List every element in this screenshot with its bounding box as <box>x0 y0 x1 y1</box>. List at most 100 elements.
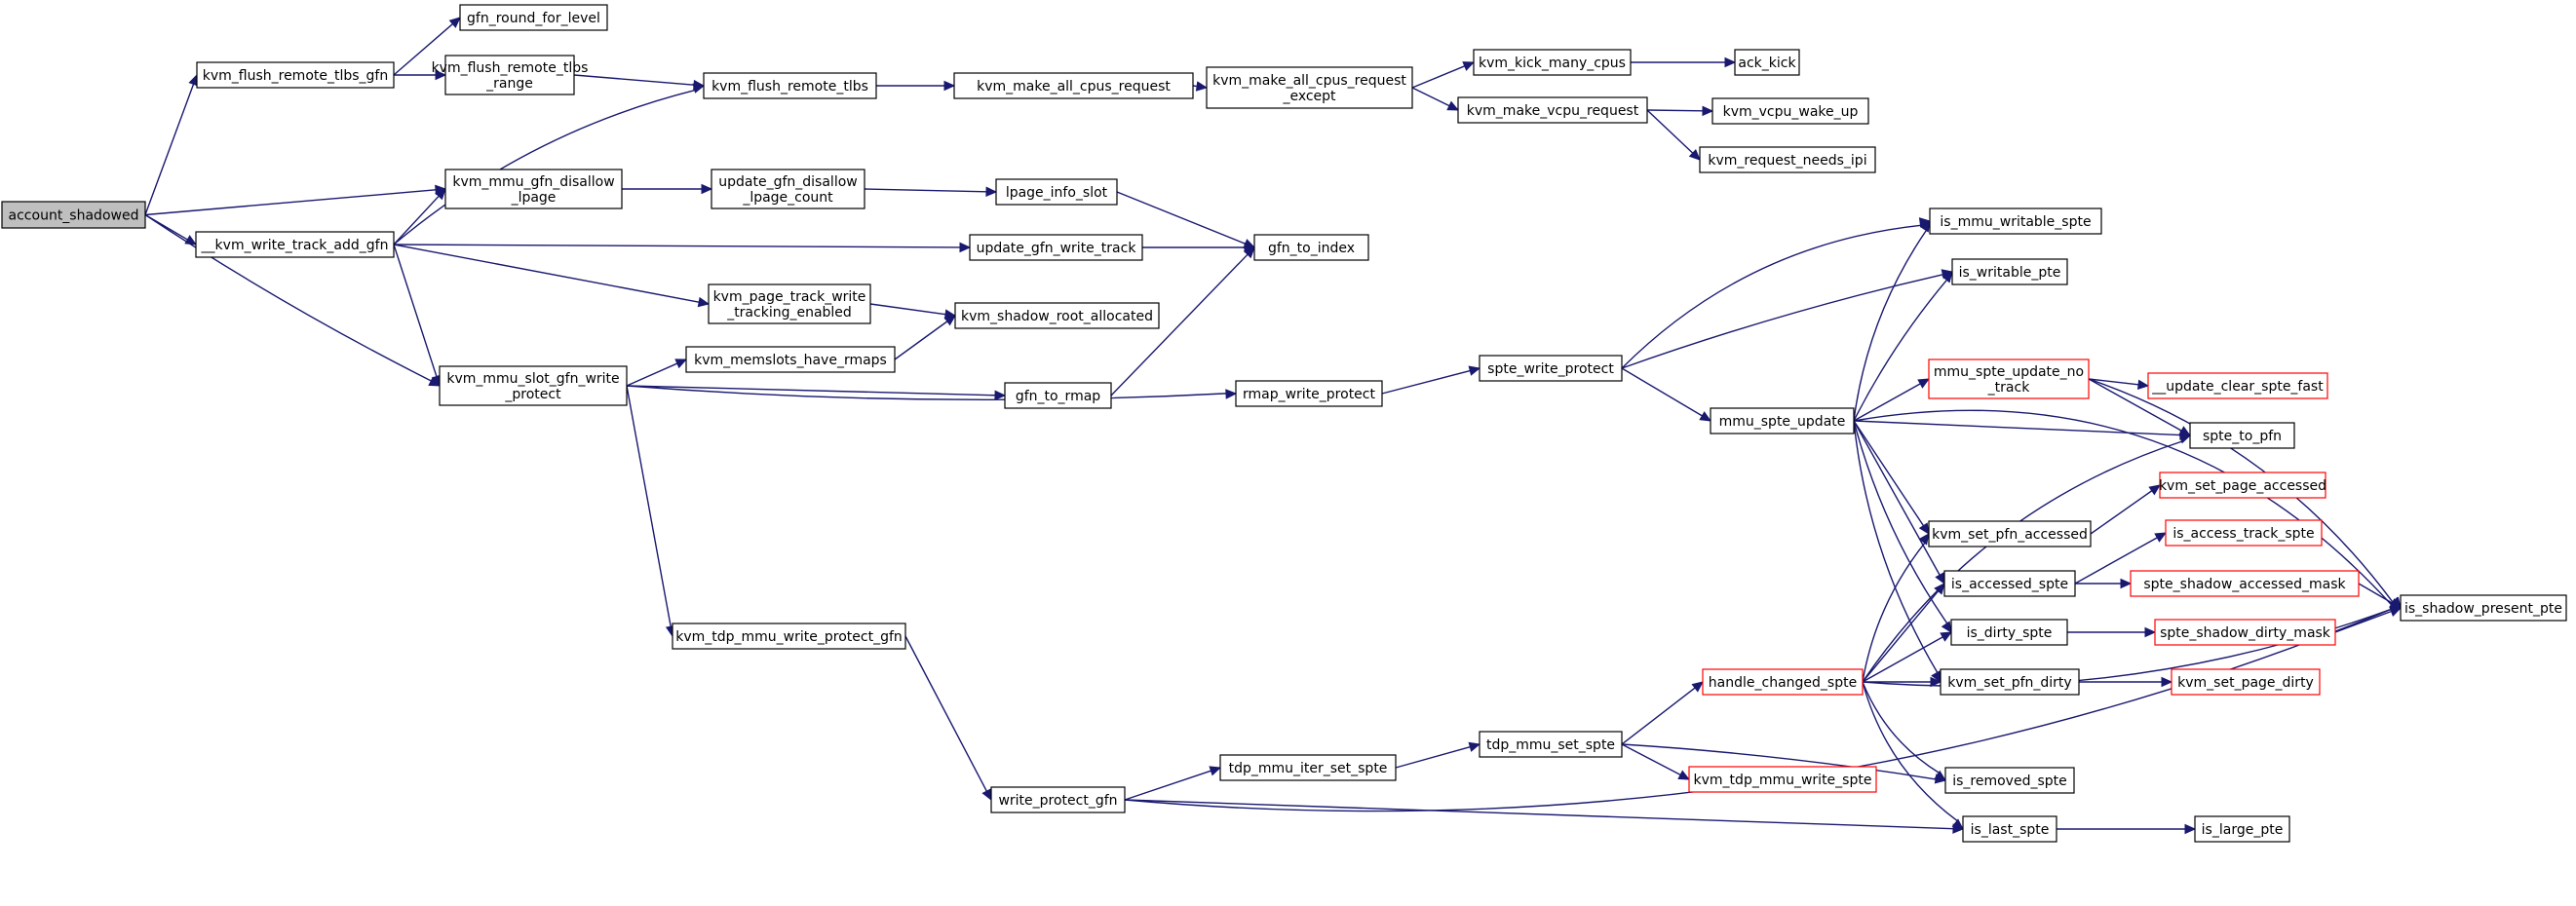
edge-arrowhead <box>1951 818 1964 830</box>
node-gfn_to_index[interactable]: gfn_to_index <box>1253 234 1369 261</box>
node-mmu_spte_update_no_track[interactable]: mmu_spte_update_no_track <box>1928 359 2090 399</box>
node-kvm_mmu_slot_gfn_write_protect[interactable]: kvm_mmu_slot_gfn_write_protect <box>439 365 628 406</box>
node-ack_kick[interactable]: ack_kick <box>1734 49 1800 76</box>
edge-line <box>1862 542 1926 683</box>
node-__update_clear_spte_fast[interactable]: __update_clear_spte_fast <box>2147 372 2328 399</box>
node-kvm_flush_remote_tlbs[interactable]: kvm_flush_remote_tlbs <box>703 72 877 99</box>
node-kvm_set_page_accessed[interactable]: kvm_set_page_accessed <box>2159 472 2326 499</box>
node-kvm_tdp_mmu_write_protect_gfn[interactable]: kvm_tdp_mmu_write_protect_gfn <box>672 623 906 650</box>
node-label: kvm_tdp_mmu_write_spte <box>1694 773 1872 788</box>
node-gfn_round_for_level[interactable]: gfn_round_for_level <box>459 4 608 31</box>
node-kvm_shadow_root_allocated[interactable]: kvm_shadow_root_allocated <box>954 302 1160 329</box>
node-box <box>195 231 395 258</box>
node-box <box>2189 422 2295 449</box>
node-spte_shadow_accessed_mask[interactable]: spte_shadow_accessed_mask <box>2130 570 2360 597</box>
node-label: kvm_shadow_root_allocated <box>961 309 1153 324</box>
node-label: kvm_request_needs_ipi <box>1708 153 1866 169</box>
node-kvm_tdp_mmu_write_spte[interactable]: kvm_tdp_mmu_write_spte <box>1688 766 1877 793</box>
node-lpage_info_slot[interactable]: lpage_info_slot <box>995 178 1118 206</box>
node-is_accessed_spte[interactable]: is_accessed_spte <box>1943 570 2076 597</box>
node-rmap_write_protect[interactable]: rmap_write_protect <box>1235 380 1383 407</box>
node-handle_changed_spte[interactable]: handle_changed_spte <box>1702 668 1864 696</box>
node-is_last_spte[interactable]: is_last_spte <box>1962 815 2057 843</box>
node-kvm_make_all_cpus_request_except[interactable]: kvm_make_all_cpus_request_except <box>1206 66 1413 109</box>
node-kvm_mmu_gfn_disallow_lpage[interactable]: kvm_mmu_gfn_disallow_lpage <box>444 169 623 209</box>
node-box <box>672 623 906 650</box>
node-kvm_set_page_dirty[interactable]: kvm_set_page_dirty <box>2171 668 2321 696</box>
edge-line <box>1646 109 1694 154</box>
node-kvm_request_needs_ipi[interactable]: kvm_request_needs_ipi <box>1699 146 1876 173</box>
node-label: is_mmu_writable_spte <box>1940 214 2091 230</box>
node-kvm_set_pfn_dirty[interactable]: kvm_set_pfn_dirty <box>1940 668 2080 696</box>
edge-handle_changed_spte-to-kvm_set_pfn_accessed <box>1862 533 1930 683</box>
edge-arrowhead <box>1942 271 1953 283</box>
node-kvm_flush_remote_tlbs_gfn[interactable]: kvm_flush_remote_tlbs_gfn <box>196 61 395 89</box>
edge-__kvm_write_track_add_gfn-to-kvm_flush_remote_tlbs <box>393 83 706 245</box>
edge-line <box>144 189 437 216</box>
node-box <box>1951 258 2068 285</box>
node-kvm_make_all_cpus_request[interactable]: kvm_make_all_cpus_request <box>953 72 1194 99</box>
node-is_access_track_spte[interactable]: is_access_track_spte <box>2165 519 2323 547</box>
node-box <box>1004 382 1112 409</box>
edge-line <box>1862 590 1940 683</box>
edge-__kvm_write_track_add_gfn-to-kvm_page_track_write_tracking_enabled <box>393 244 711 308</box>
edge-line <box>393 244 700 303</box>
edge-arrowhead <box>994 390 1007 401</box>
node-tdp_mmu_iter_set_spte[interactable]: tdp_mmu_iter_set_spte <box>1219 754 1397 781</box>
edge-arrowhead <box>1195 81 1209 92</box>
node-tdp_mmu_set_spte[interactable]: tdp_mmu_set_spte <box>1479 731 1623 758</box>
edge-update_gfn_write_track-to-gfn_to_index <box>1142 242 1256 253</box>
edge-arrowhead <box>1918 533 1930 546</box>
node-is_removed_spte[interactable]: is_removed_spte <box>1944 767 2075 794</box>
node-kvm_set_pfn_accessed[interactable]: kvm_set_pfn_accessed <box>1928 520 2092 547</box>
node-box <box>2194 815 2290 843</box>
node-mmu_spte_update[interactable]: mmu_spte_update <box>1710 407 1855 434</box>
node-is_mmu_writable_spte[interactable]: is_mmu_writable_spte <box>1929 208 2102 235</box>
node-account_shadowed[interactable]: account_shadowed <box>1 201 146 229</box>
node-label: spte_to_pfn <box>2203 429 2282 444</box>
edge-line <box>1621 367 1703 417</box>
edge-arrowhead <box>1935 572 1945 585</box>
edge-handle_changed_spte-to-is_accessed_spte <box>1862 583 1945 683</box>
node-box <box>1962 815 2057 843</box>
edge-mmu_spte_update-to-kvm_set_pfn_accessed <box>1853 420 1930 536</box>
edge-line <box>1862 681 1940 774</box>
node-gfn_to_rmap[interactable]: gfn_to_rmap <box>1004 382 1112 409</box>
node-is_shadow_present_pte[interactable]: is_shadow_present_pte <box>2400 594 2567 622</box>
edge-line <box>2358 583 2393 604</box>
node-update_gfn_disallow_lpage_count[interactable]: update_gfn_disallow_lpage_count <box>711 169 865 209</box>
edge-arrowhead <box>2148 484 2161 496</box>
node-is_writable_pte[interactable]: is_writable_pte <box>1951 258 2068 285</box>
edge-line <box>393 195 440 245</box>
edge-arrowhead <box>985 186 998 198</box>
edge-line <box>1853 420 2181 436</box>
node-spte_shadow_dirty_mask[interactable]: spte_shadow_dirty_mask <box>2154 619 2336 646</box>
node-kvm_flush_remote_tlbs_range[interactable]: kvm_flush_remote_tlbs_range <box>432 55 589 95</box>
edge-line <box>393 244 438 377</box>
node-spte_to_pfn[interactable]: spte_to_pfn <box>2189 422 2295 449</box>
edge-kvm_make_vcpu_request-to-kvm_vcpu_wake_up <box>1646 105 1714 117</box>
node-is_dirty_spte[interactable]: is_dirty_spte <box>1950 619 2068 646</box>
node-kvm_memslots_have_rmaps[interactable]: kvm_memslots_have_rmaps <box>685 346 896 373</box>
node-kvm_make_vcpu_request[interactable]: kvm_make_vcpu_request <box>1457 96 1648 124</box>
node-spte_write_protect[interactable]: spte_write_protect <box>1479 355 1623 382</box>
node-label: rmap_write_protect <box>1243 387 1376 402</box>
edge-arrowhead <box>1724 57 1737 68</box>
node-box <box>1206 66 1413 109</box>
node-is_large_pte[interactable]: is_large_pte <box>2194 815 2290 843</box>
node-kvm_page_track_write_tracking_enabled[interactable]: kvm_page_track_write_tracking_enabled <box>708 283 871 324</box>
node-__kvm_write_track_add_gfn[interactable]: __kvm_write_track_add_gfn <box>195 231 395 258</box>
edge-mmu_spte_update_no_track-to-__update_clear_spte_fast <box>2088 378 2150 391</box>
edge-arrowhead <box>448 17 461 28</box>
node-kvm_kick_many_cpus[interactable]: kvm_kick_many_cpus <box>1473 49 1632 76</box>
edge-arrowhead <box>2178 434 2192 444</box>
node-label: _protect <box>504 387 561 402</box>
node-write_protect_gfn[interactable]: write_protect_gfn <box>990 786 1126 813</box>
edge-line <box>393 244 961 248</box>
edge-kvm_flush_remote_tlbs_gfn-to-kvm_flush_remote_tlbs_range <box>393 69 447 81</box>
node-update_gfn_write_track[interactable]: update_gfn_write_track <box>969 234 1143 261</box>
node-box <box>1 201 146 229</box>
edge-arrowhead <box>1919 219 1931 233</box>
node-kvm_vcpu_wake_up[interactable]: kvm_vcpu_wake_up <box>1711 97 1869 125</box>
node-box <box>1688 766 1877 793</box>
